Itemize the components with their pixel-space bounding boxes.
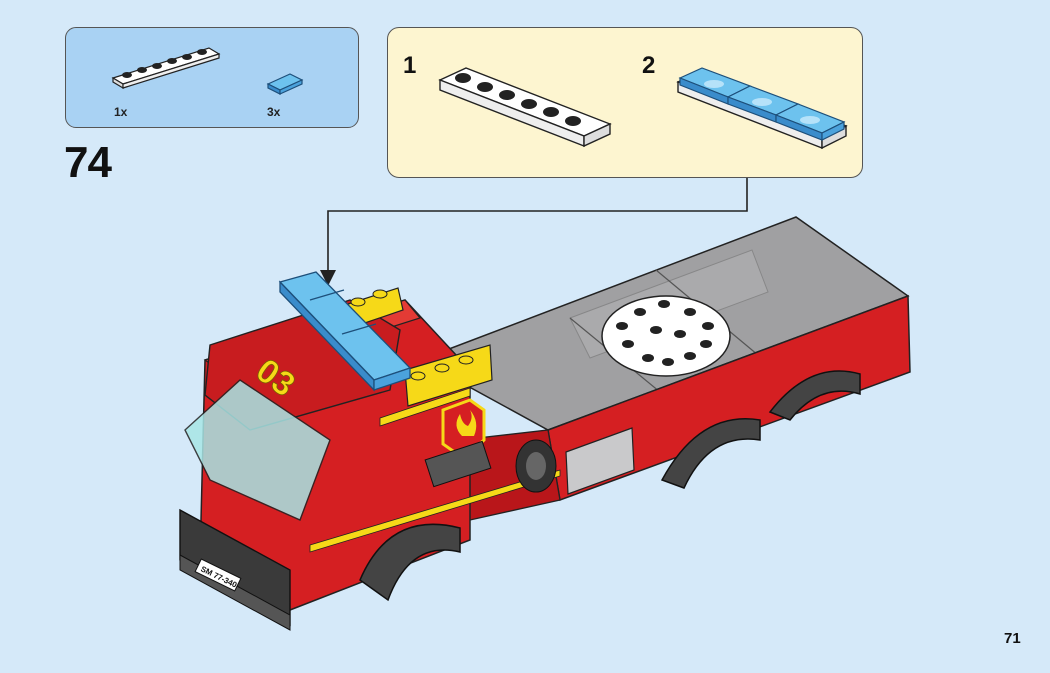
part-quantity: 1x <box>114 105 128 119</box>
hose-reel <box>424 439 557 493</box>
white-plate-1x6-substep <box>438 67 612 148</box>
fire-emblem-icon <box>441 398 486 460</box>
turntable <box>601 295 731 377</box>
part-quantity: 3x <box>267 105 281 119</box>
front-wheel <box>359 523 461 602</box>
page-number: 71 <box>1004 630 1021 647</box>
rear-wheels <box>660 370 861 489</box>
light-bar <box>278 271 412 392</box>
substep-box: 1 2 <box>387 27 863 178</box>
trans-blue-tiles-substep <box>676 67 848 150</box>
step-number: 74 <box>64 138 112 187</box>
substep-number: 2 <box>642 52 656 79</box>
substep-number: 1 <box>403 52 417 79</box>
white-plate-1x6-part <box>111 47 221 90</box>
trans-blue-tile-1x1-part <box>266 73 304 95</box>
parts-list-box: 1x 3x <box>65 27 359 128</box>
